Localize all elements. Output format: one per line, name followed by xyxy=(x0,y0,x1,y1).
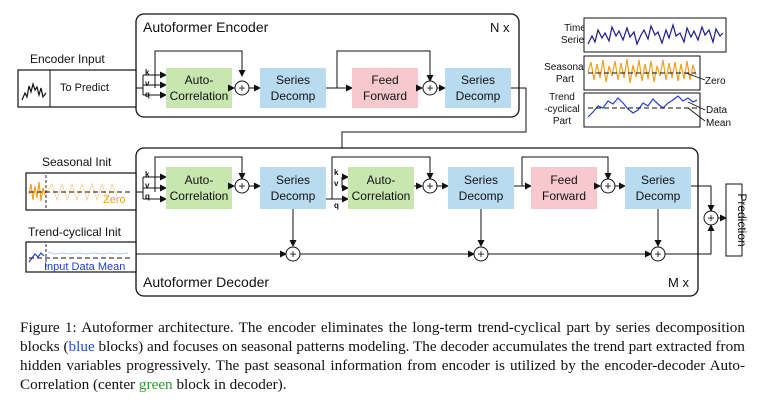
legend-trend-3: Part xyxy=(553,116,572,127)
dec-sd1-line2: Decomp xyxy=(271,189,316,203)
enc-autocorrelation-block xyxy=(166,68,232,108)
legend-seasonal-2: Part xyxy=(556,74,575,85)
caption-blue-word: blue xyxy=(68,338,95,355)
seasonal-init-label: Seasonal Init xyxy=(42,155,112,169)
caption-part-2: blocks) and focuses on seasonal patterns… xyxy=(20,338,745,393)
figure-caption: Figure 1: Autoformer architecture. The e… xyxy=(20,318,745,394)
dec-plus-3: + xyxy=(604,179,611,193)
enc-autocorr-line2: Correlation xyxy=(170,89,229,103)
dec-port-k: k xyxy=(145,170,150,179)
legend-trend-line xyxy=(587,95,698,118)
decoder-repeat: M x xyxy=(668,275,689,290)
enc-port-q: q xyxy=(145,90,150,99)
dec-plus-1: + xyxy=(238,179,245,193)
enc-decomp2-line2: Decomp xyxy=(456,89,501,103)
dec-sd2-line2: Decomp xyxy=(459,189,504,203)
enc-decomp2-line1: Series xyxy=(461,73,495,87)
dec-series-decomp-block-3 xyxy=(625,167,691,209)
dec-self-autocorrelation-block xyxy=(166,167,232,209)
prediction-box xyxy=(725,183,743,257)
enc-plus-2: + xyxy=(426,81,433,95)
caption-green-word: green xyxy=(138,376,173,393)
encoder-repeat: N x xyxy=(490,20,510,35)
enc-ff-line2: Forward xyxy=(363,89,407,103)
legend-trend-1: Trend xyxy=(549,92,575,103)
dec-series-decomp-block-2 xyxy=(448,167,514,209)
seasonal-init-text: Zero xyxy=(103,194,126,206)
dec-ac2-line2: Correlation xyxy=(352,189,411,203)
enc-decomp1-line1: Series xyxy=(276,73,310,87)
final-plus: + xyxy=(707,211,714,225)
trend-init-box xyxy=(25,241,137,273)
decoder-title: Autoformer Decoder xyxy=(143,274,269,290)
dec-port-q: q xyxy=(145,192,150,201)
dec-ac1-line2: Correlation xyxy=(170,189,229,203)
caption-part-3: block in decoder). xyxy=(172,376,287,393)
enc-decomp1-line2: Decomp xyxy=(271,89,316,103)
dec-ac1-line1: Auto- xyxy=(185,173,214,187)
enc-port-v: v xyxy=(145,79,150,88)
enc-series-decomp-block-2 xyxy=(445,68,511,108)
encoder-input-text: To Predict xyxy=(60,82,109,94)
encoder-input-series-icon xyxy=(21,81,47,101)
prediction-label: Prediction xyxy=(735,193,749,246)
trend-plus-1: + xyxy=(289,247,296,261)
enc-ff-line1: Feed xyxy=(371,73,398,87)
dec-cross-port-q: q xyxy=(334,201,339,210)
dec-feed-forward-block xyxy=(531,167,597,209)
dec-sd2-line1: Series xyxy=(464,173,498,187)
dec-sd3-line1: Series xyxy=(641,173,675,187)
legend-trend-mean: Mean xyxy=(706,118,731,129)
trend-init-text: Input Data Mean xyxy=(44,261,125,273)
dec-ff-line2: Forward xyxy=(542,189,586,203)
legend-time-1: Time xyxy=(564,23,586,34)
dec-sd1-line1: Series xyxy=(276,173,310,187)
legend-trend-box xyxy=(583,92,701,128)
dec-ff-line1: Feed xyxy=(550,173,577,187)
enc-plus-1: + xyxy=(238,81,245,95)
caption-part-1: Figure 1: Autoformer architecture. The e… xyxy=(20,319,745,355)
trend-init-label: Trend-cyclical Init xyxy=(28,225,122,239)
legend-time-2: Series xyxy=(561,35,589,46)
dec-cross-autocorrelation-block xyxy=(348,167,414,209)
enc-autocorr-line1: Auto- xyxy=(185,73,214,87)
trend-plus-3: + xyxy=(654,247,661,261)
dec-plus-2: + xyxy=(426,179,433,193)
dec-cross-port-v: v xyxy=(334,179,339,188)
legend-time-series-line xyxy=(587,22,724,46)
legend-seasonal-1: Seasonal xyxy=(544,62,586,73)
trend-init-line xyxy=(28,252,45,263)
dec-sd3-line2: Decomp xyxy=(636,189,681,203)
dec-cross-port-k: k xyxy=(334,168,339,177)
legend-seasonal-zero: Zero xyxy=(705,76,726,87)
encoder-input-label: Encoder Input xyxy=(30,52,105,66)
dec-series-decomp-block-1 xyxy=(260,167,326,209)
dec-port-v: v xyxy=(145,181,150,190)
trend-plus-2: + xyxy=(477,247,484,261)
enc-series-decomp-block-1 xyxy=(260,68,326,108)
legend-trend-2: -cyclical xyxy=(544,104,580,115)
enc-feed-forward-block xyxy=(352,68,418,108)
seasonal-init-line xyxy=(28,181,46,202)
encoder-title: Autoformer Encoder xyxy=(143,19,269,35)
enc-port-k: k xyxy=(145,68,150,77)
legend-trend-data: Data xyxy=(706,105,728,116)
dec-ac2-line1: Auto- xyxy=(367,173,396,187)
legend-seasonal-line xyxy=(587,58,697,84)
